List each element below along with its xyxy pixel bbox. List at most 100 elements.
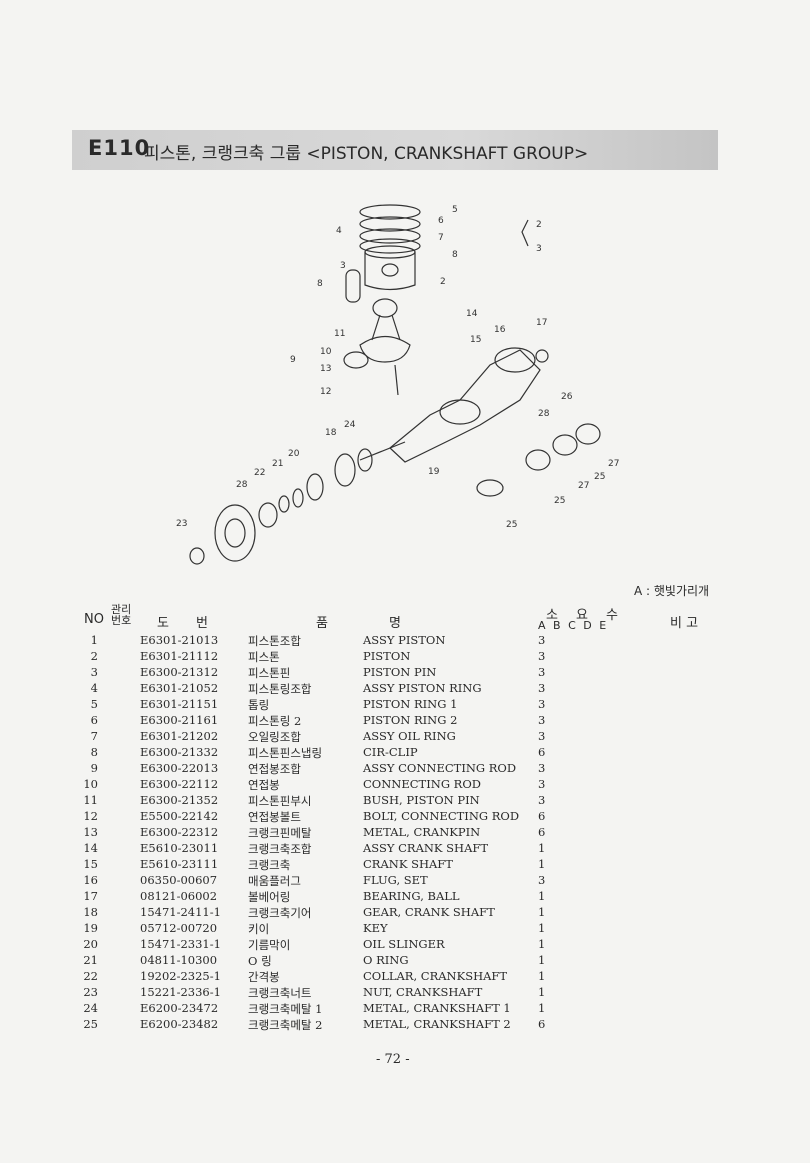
row-quantity: 3 — [538, 649, 546, 663]
row-korean-name: 연접봉조합 — [248, 762, 301, 776]
callout-26: 26 — [561, 392, 573, 402]
row-part-code: 15221-2336-1 — [140, 985, 221, 999]
callout-2a: 2 — [440, 277, 446, 287]
row-quantity: 3 — [538, 697, 546, 711]
crankshaft-figure — [359, 347, 541, 463]
row-korean-name: 피스톤링 2 — [248, 714, 302, 728]
row-english-name: BOLT, CONNECTING ROD — [363, 809, 520, 823]
row-english-name: COLLAR, CRANKSHAFT — [363, 969, 508, 983]
row-english-name: OIL SLINGER — [363, 937, 445, 951]
row-korean-name: 연접봉볼트 — [248, 810, 301, 824]
callout-7: 7 — [438, 233, 444, 243]
exploded-parts-diagram: 5 6 4 7 8 2 3 8 11 10 9 13 12 14 16 15 1… — [176, 204, 619, 565]
row-quantity: 3 — [538, 681, 546, 695]
row-part-code: 04811-10300 — [140, 953, 218, 967]
callout-3b: 3 — [536, 244, 542, 254]
callout-25c: 25 — [506, 520, 517, 530]
row-quantity: 1 — [538, 905, 546, 919]
row-no: 14 — [83, 841, 98, 855]
row-no: 25 — [83, 1017, 98, 1031]
row-quantity: 6 — [538, 825, 546, 839]
row-quantity: 1 — [538, 1001, 546, 1015]
row-english-name: METAL, CRANKSHAFT 1 — [363, 1001, 511, 1015]
callout-28b: 28 — [236, 480, 248, 490]
row-quantity: 3 — [538, 761, 546, 775]
callout-23: 23 — [176, 519, 187, 529]
row-part-code: E6301-21202 — [140, 729, 219, 743]
callout-17: 17 — [536, 318, 547, 328]
row-part-code: E6300-21332 — [140, 745, 219, 759]
callout-27b: 27 — [578, 481, 589, 491]
row-part-code: E5610-23011 — [140, 841, 219, 855]
row-korean-name: 크랭크축메탈 1 — [248, 1002, 323, 1016]
row-part-code: 15471-2331-1 — [140, 937, 221, 951]
header-pum: 품 — [316, 616, 328, 631]
header-mgmt-2: 번호 — [111, 614, 132, 627]
callout-20: 20 — [288, 449, 300, 459]
row-part-code: E6200-23482 — [140, 1017, 219, 1031]
row-english-name: PISTON PIN — [363, 665, 437, 679]
row-english-name: BEARING, BALL — [363, 889, 460, 903]
callout-10: 10 — [320, 347, 332, 357]
row-english-name: FLUG, SET — [363, 873, 428, 887]
callout-14: 14 — [466, 309, 478, 319]
row-part-code: 19202-2325-1 — [140, 969, 221, 983]
row-quantity: 1 — [538, 889, 546, 903]
row-english-name: PISTON — [363, 649, 411, 663]
row-part-code: 15471-2411-1 — [140, 905, 221, 919]
row-quantity: 6 — [538, 745, 546, 759]
callout-15: 15 — [470, 335, 481, 345]
row-part-code: 08121-06002 — [140, 889, 218, 903]
callout-25a: 25 — [594, 472, 605, 482]
row-no: 5 — [90, 697, 98, 711]
callout-21: 21 — [272, 459, 283, 469]
header-no: NO — [84, 612, 104, 627]
header-abcde: A B C D E — [538, 619, 609, 632]
row-no: 19 — [83, 921, 98, 935]
row-part-code: E6300-21161 — [140, 713, 219, 727]
row-quantity: 1 — [538, 985, 546, 999]
row-english-name: GEAR, CRANK SHAFT — [363, 905, 495, 919]
row-quantity: 1 — [538, 921, 546, 935]
callout-18: 18 — [325, 428, 337, 438]
main-bearings-figure — [476, 423, 601, 497]
piston-rings-figure — [359, 204, 421, 254]
row-korean-name: 매움플러그 — [248, 874, 301, 888]
row-quantity: 1 — [538, 953, 546, 967]
row-english-name: BUSH, PISTON PIN — [363, 793, 480, 807]
row-part-code: E6301-21013 — [140, 633, 219, 647]
callout-9: 9 — [290, 355, 296, 365]
header-yo: 요 — [576, 608, 588, 623]
callout-4: 4 — [336, 226, 342, 236]
row-no: 20 — [83, 937, 98, 951]
row-korean-name: 피스톤조합 — [248, 634, 301, 648]
header-do: 도 — [157, 616, 169, 631]
row-no: 9 — [90, 761, 98, 775]
row-quantity: 6 — [538, 809, 546, 823]
row-part-code: E6300-22112 — [140, 777, 219, 791]
callout-16: 16 — [494, 325, 506, 335]
row-english-name: ASSY PISTON — [363, 633, 446, 647]
section-code: E110 — [88, 136, 151, 160]
row-korean-name: 간격봉 — [248, 970, 280, 984]
row-korean-name: 톱링 — [248, 698, 270, 712]
row-english-name: ASSY CRANK SHAFT — [363, 841, 489, 855]
row-english-name: CRANK SHAFT — [363, 857, 453, 871]
row-no: 17 — [83, 889, 98, 903]
callout-25b: 25 — [554, 496, 565, 506]
row-part-code: E6300-22013 — [140, 761, 219, 775]
row-no: 12 — [83, 809, 98, 823]
row-english-name: CIR-CLIP — [363, 745, 418, 759]
